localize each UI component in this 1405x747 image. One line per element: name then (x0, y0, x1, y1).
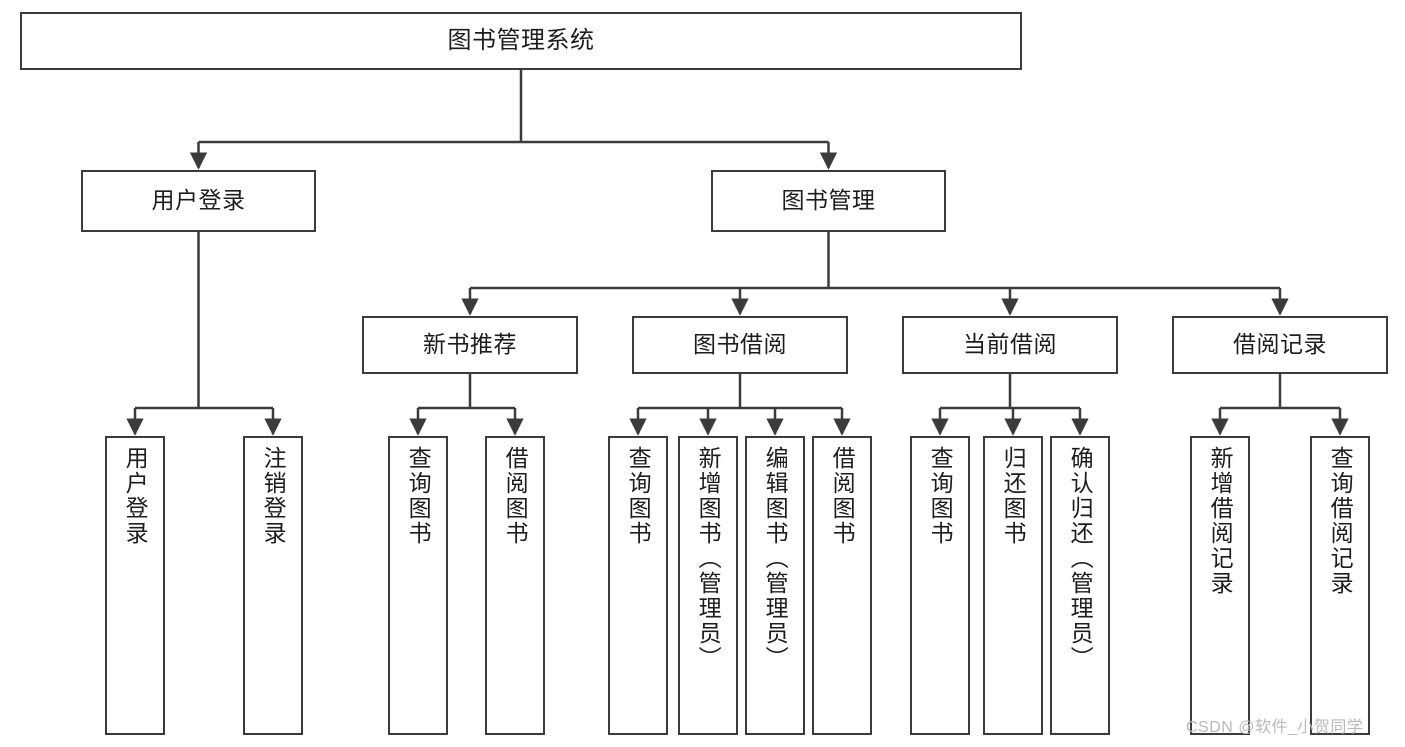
node-label: 归还图书 (1000, 446, 1027, 546)
node-book-borrowing[interactable]: 图书借阅 (632, 316, 848, 374)
node-label: 编辑图书（管理员） (762, 446, 789, 671)
node-label: 图书借阅 (693, 331, 787, 358)
leaf-edit-book-admin[interactable]: 编辑图书（管理员） (745, 436, 805, 735)
leaf-query-borrowing-record[interactable]: 查询借阅记录 (1310, 436, 1370, 735)
leaf-user-login[interactable]: 用户登录 (105, 436, 165, 735)
node-label: 注销登录 (260, 446, 287, 546)
leaf-query-book-current[interactable]: 查询图书 (910, 436, 970, 735)
leaf-query-book-borrowing[interactable]: 查询图书 (608, 436, 668, 735)
node-label: 确认归还（管理员） (1067, 446, 1094, 671)
node-label: 借阅记录 (1233, 331, 1327, 358)
leaf-logout[interactable]: 注销登录 (243, 436, 303, 735)
node-label: 借阅图书 (829, 446, 856, 546)
node-borrowing-record[interactable]: 借阅记录 (1172, 316, 1388, 374)
node-label: 用户登录 (151, 187, 246, 214)
node-label: 新书推荐 (423, 331, 517, 358)
node-label: 查询图书 (927, 446, 954, 546)
node-current-borrowing[interactable]: 当前借阅 (902, 316, 1118, 374)
leaf-borrow-book[interactable]: 借阅图书 (812, 436, 872, 735)
leaf-confirm-return-admin[interactable]: 确认归还（管理员） (1050, 436, 1110, 735)
node-label: 当前借阅 (963, 331, 1057, 358)
leaf-query-book-recommendation[interactable]: 查询图书 (388, 436, 448, 735)
node-label: 用户登录 (122, 446, 149, 546)
node-label: 图书管理系统 (447, 26, 595, 54)
leaf-add-book-admin[interactable]: 新增图书（管理员） (678, 436, 738, 735)
node-label: 查询图书 (405, 446, 432, 546)
node-label: 新增图书（管理员） (695, 446, 722, 671)
node-label: 借阅图书 (502, 446, 529, 546)
leaf-borrow-book-recommendation[interactable]: 借阅图书 (485, 436, 545, 735)
node-new-book-recommendation[interactable]: 新书推荐 (362, 316, 578, 374)
node-label: 查询借阅记录 (1327, 446, 1354, 596)
node-user-login[interactable]: 用户登录 (81, 170, 316, 232)
leaf-add-borrowing-record[interactable]: 新增借阅记录 (1190, 436, 1250, 735)
csdn-watermark: CSDN @软件_小贺同学 (1186, 719, 1364, 736)
node-book-management[interactable]: 图书管理 (711, 170, 946, 232)
node-label: 新增借阅记录 (1207, 446, 1234, 596)
node-label: 图书管理 (781, 187, 876, 214)
node-label: 查询图书 (625, 446, 652, 546)
leaf-return-book[interactable]: 归还图书 (983, 436, 1043, 735)
node-root-system[interactable]: 图书管理系统 (20, 12, 1022, 70)
